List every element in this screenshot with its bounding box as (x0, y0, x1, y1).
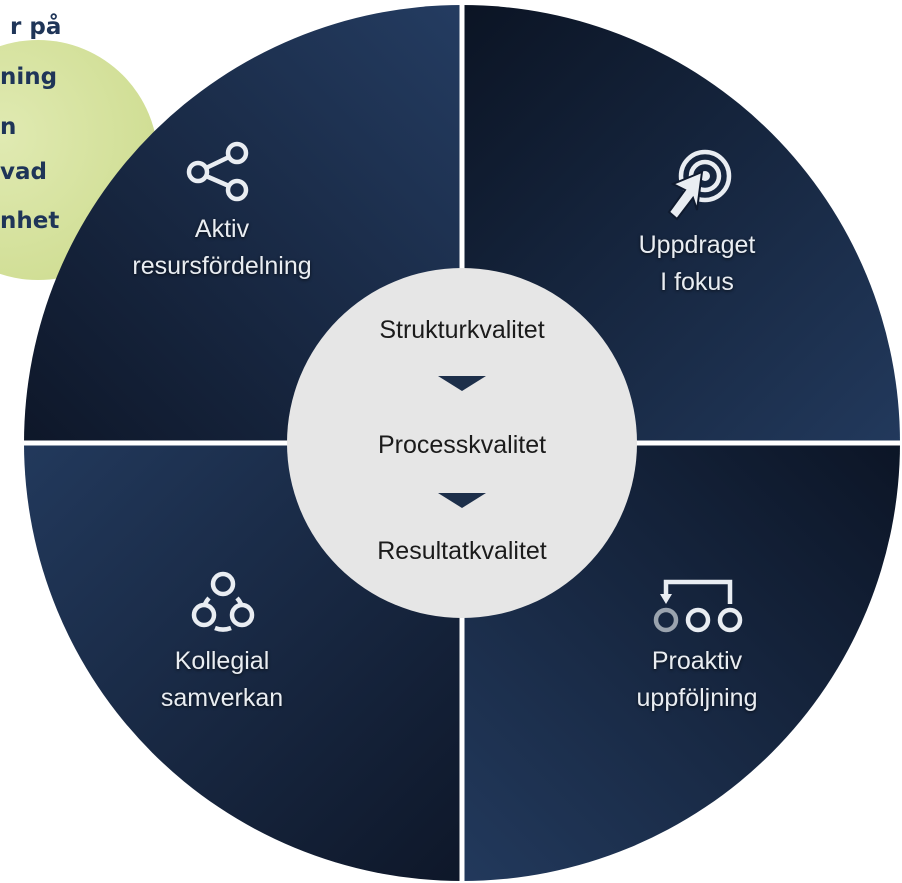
quadrant-label-top-left: Aktiv resursfördelning (132, 211, 311, 285)
quadrant-label-line: Aktiv (194, 215, 250, 243)
center-item-strukturkvalitet: Strukturkvalitet (379, 316, 545, 344)
target-cursor-icon (667, 149, 732, 221)
quadrant-label-line: resursfördelning (132, 252, 312, 280)
quadrant-label-line: I fokus (660, 268, 734, 296)
quadrant-label-line: Uppdraget (638, 231, 756, 259)
center-circle (287, 268, 637, 618)
quadrant-label-line: samverkan (160, 684, 284, 712)
green-text-line: ning (0, 64, 58, 90)
quadrant-label-top-right: Uppdraget I fokus (639, 227, 756, 301)
share-nodes-icon (186, 141, 249, 202)
down-arrow-icon (438, 493, 486, 508)
quadrant-label-line: Kollegial (174, 647, 270, 675)
green-text-line: r på (10, 14, 62, 40)
down-arrow-icon (438, 376, 486, 391)
quadrant-label-bottom-left: Kollegial samverkan (161, 643, 283, 717)
green-text-line: n (0, 114, 17, 140)
center-item-resultatkvalitet: Resultatkvalitet (377, 537, 547, 565)
green-text-line: nhet (0, 208, 60, 234)
green-text-line: vad (0, 159, 47, 185)
center-item-processkvalitet: Processkvalitet (377, 431, 547, 459)
quadrant-label-line: uppföljning (636, 684, 758, 712)
quadrant-label-bottom-right: Proaktiv uppföljning (637, 643, 758, 717)
three-circles-icon (191, 571, 255, 632)
loop-circles-icon (653, 579, 743, 633)
quadrant-label-line: Proaktiv (651, 647, 743, 675)
